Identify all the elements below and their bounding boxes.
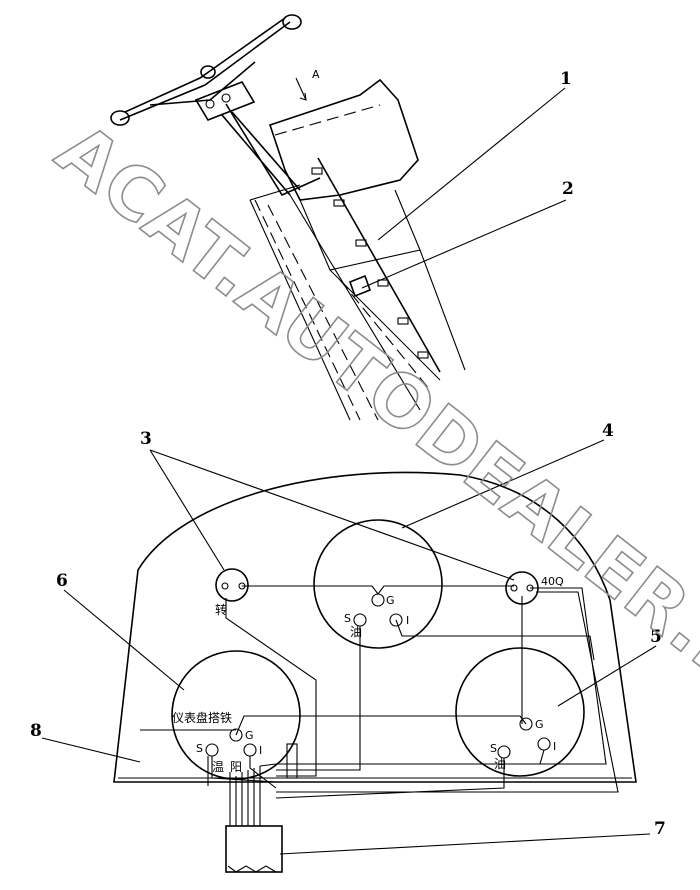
gauge-bottom-right	[455, 647, 585, 777]
callout-7: 7	[654, 819, 666, 839]
left-gauge-i-label: 阳	[230, 760, 242, 774]
column-housing-edge	[329, 269, 441, 381]
gauge-terminal-g	[519, 717, 533, 731]
lamp-terminal	[510, 584, 518, 592]
hub-bolt	[221, 93, 231, 103]
column-tube	[221, 114, 291, 196]
leader-8	[41, 737, 141, 763]
gauge-terminal-i	[243, 743, 257, 757]
panel-ground-label: 仪表盘搭铁	[172, 710, 232, 725]
column-hub-block	[194, 81, 256, 121]
callout-4: 4	[602, 421, 614, 441]
callouts: 1 2 3 4 5 6 7 8	[30, 69, 666, 855]
column-outline	[249, 199, 351, 421]
gauge-terminal-i	[537, 737, 551, 751]
gauge-terminal-s	[205, 743, 219, 757]
harness-connector	[348, 274, 372, 298]
leader-1	[377, 87, 566, 241]
right-lamp-label: 40Q	[541, 575, 564, 588]
gauge-terminal-g	[229, 728, 243, 742]
leader-6	[63, 589, 185, 691]
column-outline	[289, 194, 421, 411]
dashboard-cowl	[268, 78, 419, 201]
column-housing-edge	[419, 249, 466, 371]
gauge-pin-g: G	[535, 718, 544, 731]
gauge-pin-i: I	[553, 740, 556, 753]
panel-outline	[113, 471, 637, 783]
harness-clips	[311, 167, 429, 359]
view-marker-label: A	[312, 68, 320, 81]
hub-bolt	[205, 99, 215, 109]
view-arrow	[295, 77, 307, 101]
steering-wheel-rim-left	[110, 110, 130, 126]
column-hidden-line	[339, 279, 431, 391]
horn-wire	[225, 103, 321, 197]
gauge-terminal-i	[389, 613, 403, 627]
view-arrow-head	[299, 92, 307, 101]
gauge-pin-s: S	[490, 742, 497, 755]
gauge-top-center	[313, 519, 443, 649]
column-hidden-line	[254, 199, 361, 421]
callout-5: 5	[650, 627, 662, 647]
left-gauge-s-label: 温	[212, 760, 224, 774]
gauge-pin-g: G	[386, 594, 395, 607]
leader-2	[361, 199, 567, 289]
steering-column-assembly: A	[110, 14, 466, 421]
indicator-lamp-left	[215, 568, 249, 602]
panel-wiring	[140, 585, 619, 826]
callout-8: 8	[30, 721, 42, 741]
gauge-terminal-g	[371, 593, 385, 607]
column-hidden-line	[267, 204, 379, 421]
column-bracket	[249, 184, 301, 201]
steering-wheel-spoke-edge	[124, 17, 286, 113]
leader-7	[279, 833, 651, 855]
steering-wheel-spoke	[119, 21, 291, 121]
callout-6: 6	[56, 571, 68, 591]
wiring-harness	[317, 157, 441, 373]
callout-1: 1	[560, 69, 572, 89]
connector-break-line	[227, 865, 277, 873]
cowl-hidden-line	[274, 104, 381, 136]
leader-3b	[149, 449, 515, 581]
callout-2: 2	[562, 179, 574, 199]
leader-3a	[149, 449, 225, 571]
harness-connector-block	[225, 825, 283, 873]
gauge-pin-i: I	[406, 614, 409, 627]
instrument-panel: G S 油 I 转 40Q G S I 温 阳 仪表盘搭铁 G S I	[113, 471, 637, 873]
gauge-pin-s: S	[196, 742, 203, 755]
column-housing	[299, 189, 421, 271]
steering-wheel-rim-right	[282, 14, 302, 30]
gauge-top-label: 油	[350, 625, 362, 639]
callout-3: 3	[140, 429, 152, 449]
gauge-pin-g: G	[245, 729, 254, 742]
leader-4	[401, 439, 605, 529]
steering-hub	[200, 65, 216, 79]
leader-5	[557, 645, 657, 707]
lamp-terminal	[221, 582, 229, 590]
left-lamp-label: 转	[215, 602, 227, 617]
gauge-pin-i: I	[259, 744, 262, 757]
gauge-pin-s: S	[344, 612, 351, 625]
